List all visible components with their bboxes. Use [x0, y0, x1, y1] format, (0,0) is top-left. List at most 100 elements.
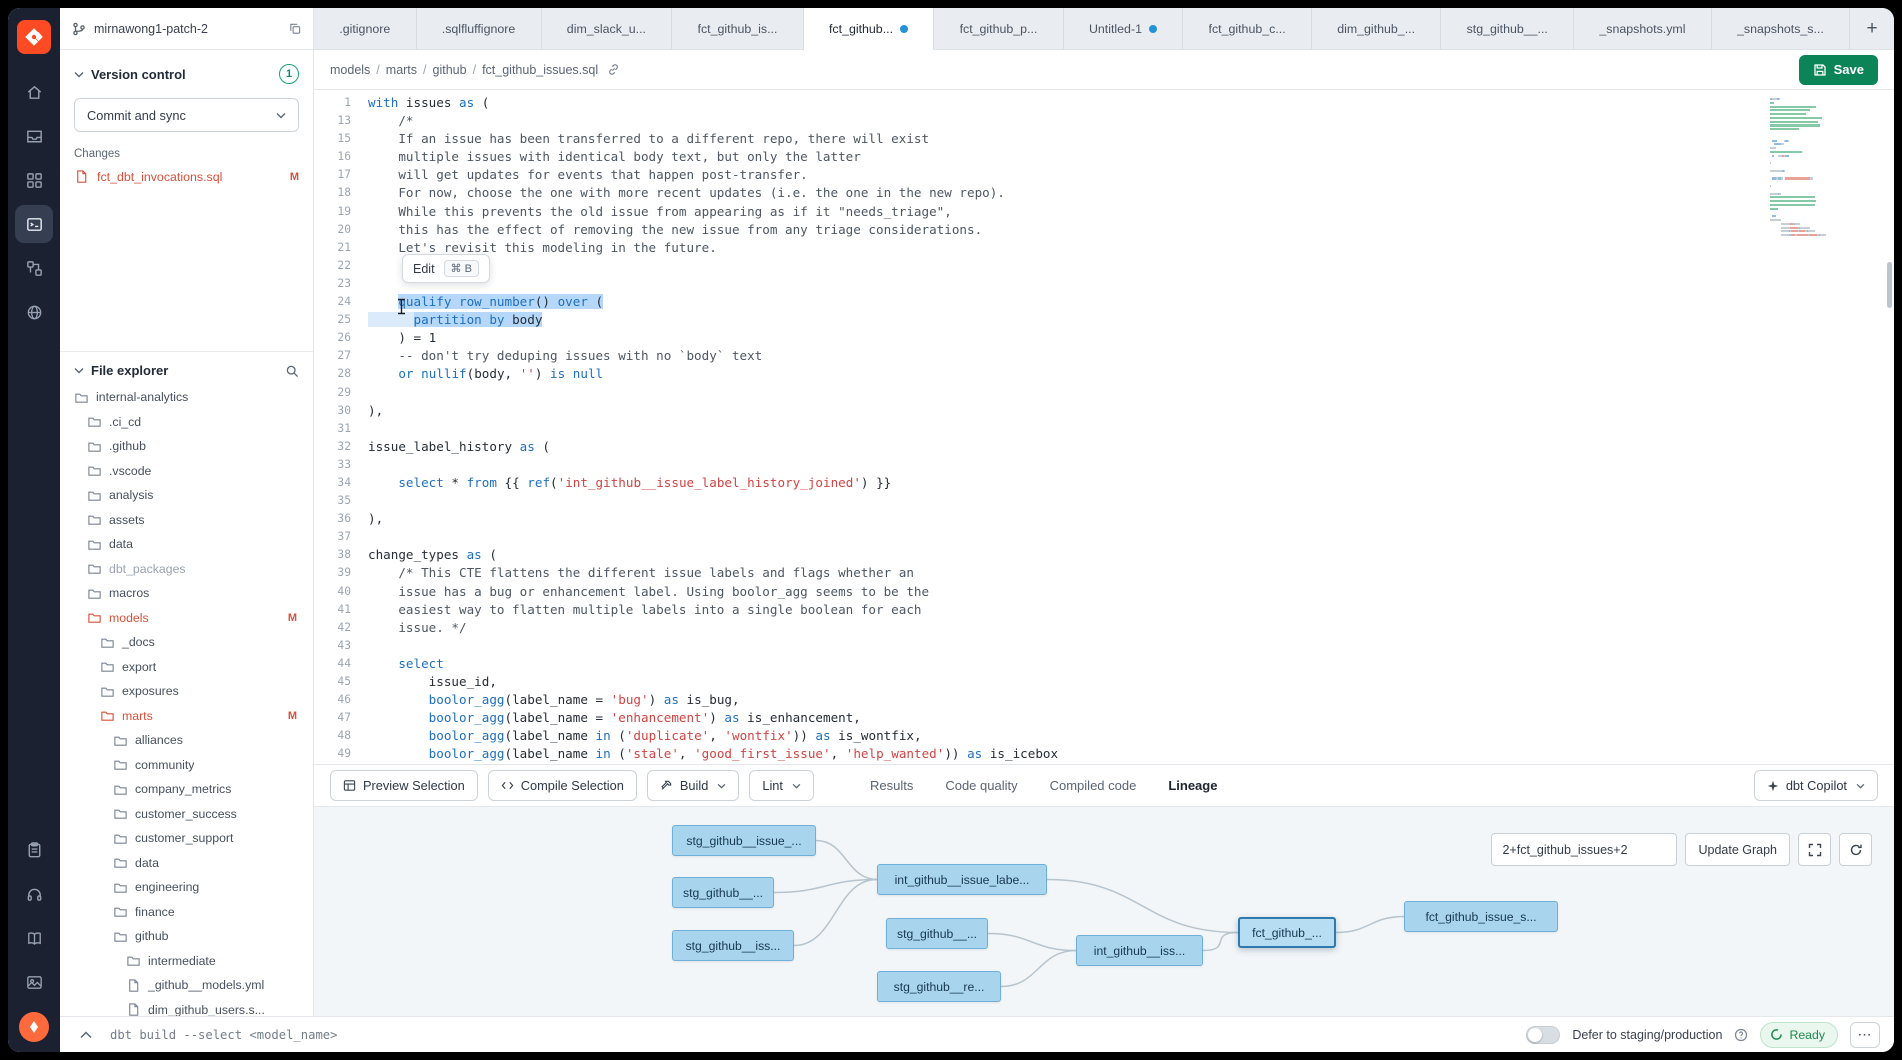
- fullscreen-button[interactable]: [1798, 833, 1831, 866]
- tree-item[interactable]: internal-analytics: [60, 385, 313, 410]
- code-line[interactable]: 13 /*: [314, 112, 1894, 130]
- apps-grid-icon[interactable]: [15, 161, 53, 199]
- minimap[interactable]: [1770, 98, 1882, 238]
- code-line[interactable]: 15 If an issue has been transferred to a…: [314, 130, 1894, 148]
- code-line[interactable]: 19 While this prevents the old issue fro…: [314, 203, 1894, 221]
- notebook-icon[interactable]: [15, 919, 53, 957]
- code-line[interactable]: 20 this has the effect of removing the n…: [314, 221, 1894, 239]
- code-line[interactable]: 30),: [314, 402, 1894, 420]
- orchestration-icon[interactable]: [15, 249, 53, 287]
- code-line[interactable]: 33: [314, 456, 1894, 474]
- lineage-node[interactable]: int_github__issue_labe...: [877, 864, 1047, 895]
- build-button[interactable]: Build: [646, 770, 740, 801]
- lineage-node[interactable]: stg_github__...: [886, 918, 988, 949]
- preview-selection-button[interactable]: Preview Selection: [330, 770, 478, 801]
- editor-tab[interactable]: stg_github__...: [1441, 8, 1575, 49]
- breadcrumb-item[interactable]: models: [330, 62, 371, 77]
- tree-item[interactable]: finance: [60, 900, 313, 925]
- copy-branch-icon[interactable]: [288, 22, 301, 35]
- lint-button[interactable]: Lint: [749, 770, 814, 801]
- tree-item[interactable]: analysis: [60, 483, 313, 508]
- tree-item[interactable]: alliances: [60, 728, 313, 753]
- code-line[interactable]: 31: [314, 420, 1894, 438]
- code-line[interactable]: 49 boolor_agg(label_name in ('stale', 'g…: [314, 745, 1894, 763]
- tree-item[interactable]: _github__models.yml: [60, 973, 313, 998]
- new-tab-button[interactable]: +: [1866, 17, 1878, 39]
- code-line[interactable]: 46 boolor_agg(label_name = 'bug') as is_…: [314, 691, 1894, 709]
- code-line[interactable]: 45 issue_id,: [314, 673, 1894, 691]
- compile-selection-button[interactable]: Compile Selection: [487, 770, 637, 801]
- help-icon[interactable]: [1734, 1028, 1748, 1042]
- tree-item[interactable]: .vscode: [60, 459, 313, 484]
- code-line[interactable]: 21 Let's revisit this modeling in the fu…: [314, 239, 1894, 257]
- lineage-node[interactable]: stg_github__issue_...: [672, 825, 816, 856]
- code-line[interactable]: 16 multiple issues with identical body t…: [314, 148, 1894, 166]
- search-icon[interactable]: [285, 364, 299, 378]
- lineage-node[interactable]: int_github__iss...: [1076, 935, 1203, 966]
- code-line[interactable]: 29: [314, 384, 1894, 402]
- code-line[interactable]: 44 select: [314, 655, 1894, 673]
- breadcrumb-item[interactable]: github: [432, 62, 467, 77]
- code-line[interactable]: 34 select * from {{ ref('int_github__iss…: [314, 474, 1894, 492]
- editor-tab[interactable]: Untitled-1: [1064, 8, 1184, 49]
- tree-item[interactable]: export: [60, 655, 313, 680]
- tree-item[interactable]: data: [60, 532, 313, 557]
- tree-item[interactable]: dim_github_users.s...: [60, 998, 313, 1016]
- branch-row[interactable]: mirnawong1-patch-2: [60, 8, 313, 50]
- gallery-icon[interactable]: [15, 963, 53, 1001]
- save-button[interactable]: Save: [1798, 54, 1878, 85]
- tree-item[interactable]: data: [60, 851, 313, 876]
- inbox-icon[interactable]: [15, 117, 53, 155]
- editor-tab[interactable]: .sqlfluffignore: [417, 8, 542, 49]
- code-line[interactable]: 47 boolor_agg(label_name = 'enhancement'…: [314, 709, 1894, 727]
- ready-badge[interactable]: Ready: [1760, 1021, 1838, 1048]
- editor-tab[interactable]: _snapshots_s...: [1712, 8, 1851, 49]
- editor-tab[interactable]: fct_github_is...: [672, 8, 804, 49]
- tree-item[interactable]: customer_success: [60, 802, 313, 827]
- tab-code-quality[interactable]: Code quality: [945, 778, 1018, 793]
- editor-tab[interactable]: dim_github_...: [1312, 8, 1442, 49]
- collapse-panel-button[interactable]: [74, 1023, 98, 1047]
- editor-tab[interactable]: dim_slack_u...: [542, 8, 673, 49]
- headset-icon[interactable]: [15, 875, 53, 913]
- tree-item[interactable]: github: [60, 924, 313, 949]
- code-line[interactable]: 35: [314, 492, 1894, 510]
- tree-item[interactable]: macros: [60, 581, 313, 606]
- lineage-node[interactable]: stg_github__re...: [877, 971, 1001, 1002]
- tree-item[interactable]: .github: [60, 434, 313, 459]
- editor-tab[interactable]: _snapshots.yml: [1574, 8, 1712, 49]
- dbt-copilot-button[interactable]: dbt Copilot: [1753, 770, 1878, 801]
- tree-item[interactable]: customer_support: [60, 826, 313, 851]
- commit-sync-button[interactable]: Commit and sync: [74, 98, 299, 132]
- edit-tooltip[interactable]: Edit ⌘ B: [402, 254, 490, 283]
- overflow-menu-button[interactable]: ⋯: [1850, 1021, 1880, 1048]
- tree-item[interactable]: exposures: [60, 679, 313, 704]
- file-explorer-header[interactable]: File explorer: [60, 352, 313, 385]
- ide-icon[interactable]: [15, 205, 53, 243]
- editor-tab[interactable]: fct_github_c...: [1183, 8, 1312, 49]
- update-graph-button[interactable]: Update Graph: [1685, 833, 1790, 866]
- deploy-globe-icon[interactable]: [15, 293, 53, 331]
- version-control-header[interactable]: Version control 1: [74, 64, 299, 84]
- breadcrumb-item[interactable]: marts: [385, 62, 418, 77]
- code-line[interactable]: 17 will get updates for events that happ…: [314, 166, 1894, 184]
- lineage-node[interactable]: stg_github__...: [672, 877, 774, 908]
- refresh-button[interactable]: [1839, 833, 1872, 866]
- tab-lineage[interactable]: Lineage: [1168, 778, 1218, 793]
- code-line[interactable]: 41 easiest way to flatten multiple label…: [314, 601, 1894, 619]
- lineage-node[interactable]: fct_github_...: [1238, 917, 1336, 948]
- code-line[interactable]: 24 qualify row_number() over (: [314, 293, 1894, 311]
- lineage-node[interactable]: stg_github__iss...: [672, 930, 794, 961]
- tree-item[interactable]: assets: [60, 508, 313, 533]
- tree-item[interactable]: .ci_cd: [60, 410, 313, 435]
- tab-compiled-code[interactable]: Compiled code: [1049, 778, 1137, 793]
- tab-results[interactable]: Results: [869, 778, 914, 793]
- tree-item[interactable]: _docs: [60, 630, 313, 655]
